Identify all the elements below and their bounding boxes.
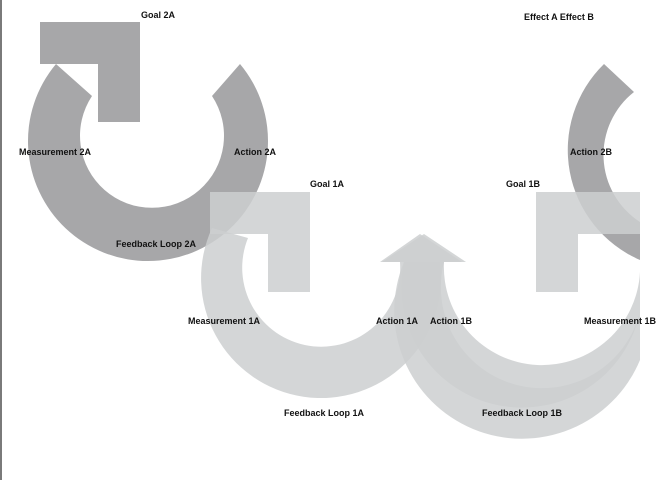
loop-2a-ring (28, 64, 269, 262)
loop-1a-arrow (210, 192, 310, 292)
loop-2a-arrow (40, 22, 140, 122)
measurement-2a-label: Measurement 2A (19, 147, 92, 157)
page-left-border (0, 0, 2, 480)
measurement-1a-label: Measurement 1A (188, 316, 261, 326)
action-1a-label: Action 1A (376, 316, 419, 326)
loop-1b (380, 192, 640, 439)
loop-1a (201, 192, 467, 399)
feedback-loop-diagram (28, 22, 640, 439)
action-1b-label: Action 1B (430, 316, 473, 326)
goal-2a-label: Goal 2A (141, 10, 176, 20)
action-2a-label: Action 2A (234, 147, 277, 157)
loop-1a-ring (201, 228, 467, 399)
goal-1b-label: Goal 1B (506, 179, 541, 189)
feedback-loop-2a-label: Feedback Loop 2A (116, 239, 197, 249)
loop-2a (28, 22, 269, 262)
loop-1b-arrow (536, 192, 640, 292)
feedback-loop-1b-label: Feedback Loop 1B (482, 408, 563, 418)
goal-1a-label: Goal 1A (310, 179, 345, 189)
action-2b-label: Action 2B (570, 147, 613, 157)
loop-1b-ring-lower (394, 262, 640, 439)
feedback-loop-1a-label: Feedback Loop 1A (284, 408, 365, 418)
measurement-1b-label: Measurement 1B (584, 316, 656, 326)
effects-label: Effect A Effect B (524, 12, 594, 22)
